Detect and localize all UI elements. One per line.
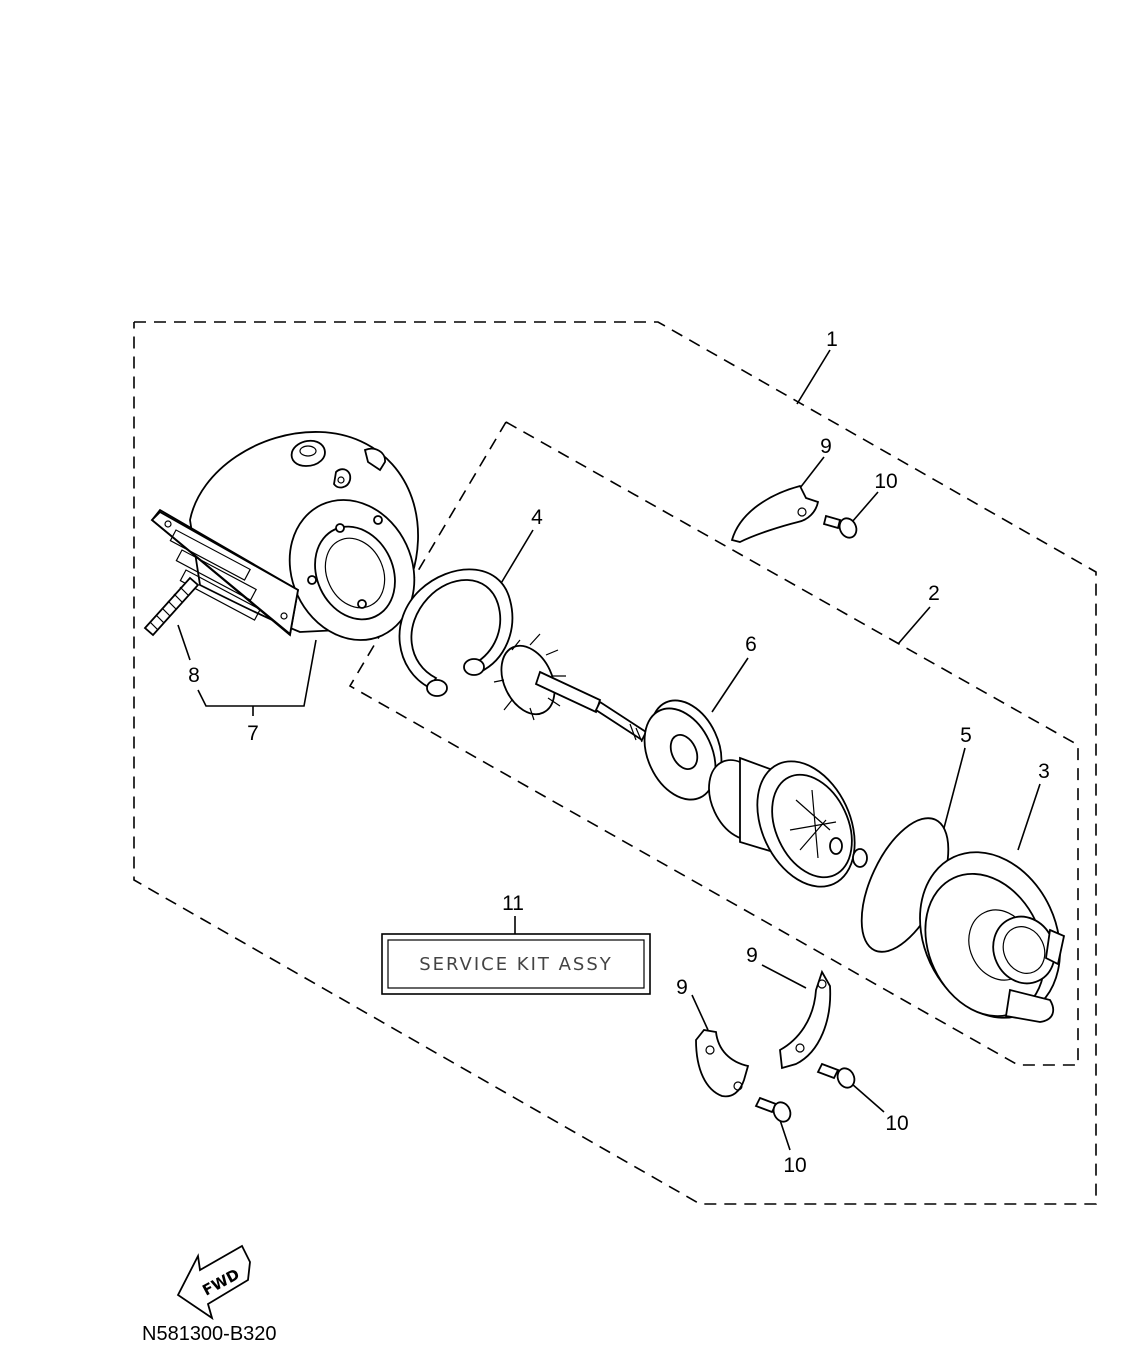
turbine-housing [150, 431, 419, 641]
callout-9-lower-left: 9 [676, 976, 688, 999]
callout-9-top: 9 [820, 435, 832, 458]
retaining-plate-lower-left [695, 1029, 750, 1098]
leader-lines [177, 349, 1041, 1151]
callout-11: 11 [502, 892, 524, 915]
callout-2: 2 [928, 582, 940, 605]
bearing-housing [708, 756, 856, 888]
assembly-boundary-inner [348, 421, 1079, 1066]
callout-7: 7 [247, 722, 259, 745]
callout-10-lower-left: 10 [783, 1154, 806, 1177]
callout-10-lower-right: 10 [885, 1112, 908, 1135]
stud-bolt [143, 576, 200, 637]
bolt-lower-right [816, 1062, 856, 1089]
callout-3: 3 [1038, 760, 1050, 783]
callout-6: 6 [745, 633, 757, 656]
callout-9-lower-right: 9 [746, 944, 758, 967]
snap-ring [398, 568, 514, 697]
callout-5: 5 [960, 724, 972, 747]
callout-8: 8 [188, 664, 200, 687]
bolt-lower-left [754, 1096, 792, 1123]
bolt-top [822, 514, 858, 539]
seal-plate [643, 699, 723, 801]
assembly-boundary-outer [133, 321, 1097, 1205]
fwd-arrow-icon: FWD [176, 1244, 251, 1321]
callout-4: 4 [531, 506, 543, 529]
lock-nut [852, 848, 868, 868]
callout-1: 1 [826, 328, 838, 351]
callout-10-top: 10 [874, 470, 897, 493]
compressor-cover [919, 851, 1066, 1023]
turbine-wheel-shaft [493, 633, 648, 743]
service-kit-box: SERVICE KIT ASSY [381, 933, 651, 995]
diagram-code: N581300-B320 [142, 1323, 277, 1345]
retaining-plate-lower-right [779, 969, 832, 1070]
service-kit-label: SERVICE KIT ASSY [419, 954, 613, 975]
retaining-plate-top [730, 484, 820, 543]
